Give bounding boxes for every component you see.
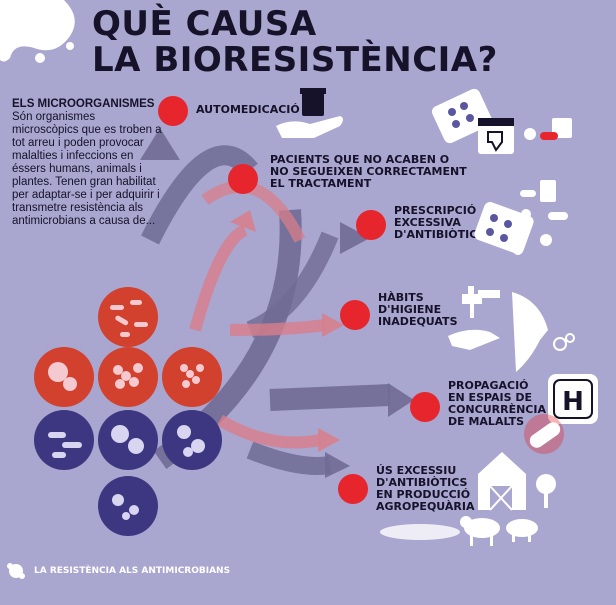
svg-text:H: H <box>562 387 584 417</box>
title-line1: QUÈ CAUSA <box>92 4 317 44</box>
cause-label-propagacio: PROPAGACIÓ EN ESPAIS DE CONCURRÈNCIA DE … <box>448 379 546 428</box>
cause-badge-1 <box>158 96 188 126</box>
cause-label-prescripcio: PRESCRIPCIÓ EXCESSIVA D'ANTIBIÒTICS <box>394 204 486 241</box>
cause-badge-5 <box>410 392 440 422</box>
cause-badge-3 <box>356 210 386 240</box>
pills-icon <box>474 180 568 255</box>
pig-icon <box>506 519 538 542</box>
pill-blister-icon <box>431 88 493 144</box>
cause-badge-6 <box>338 474 368 504</box>
cause-label-higiene: HÀBITS D'HIGIENE INADEQUATS <box>378 291 458 328</box>
bandage-icon <box>524 414 564 454</box>
cause-badge-2 <box>228 164 258 194</box>
cow-icon <box>460 516 500 546</box>
intro-heading: ELS MICROORGANISMES <box>12 98 155 110</box>
pills-icon <box>524 118 572 140</box>
page-title: QUÈ CAUSA LA BIORESISTÈNCIA? <box>92 6 498 78</box>
hospital-icon: H <box>548 374 598 424</box>
cause-label-pacients: PACIENTS QUE NO ACABEN O NO SEGUEIXEN CO… <box>270 153 467 190</box>
tap-icon <box>448 286 500 350</box>
sneeze-face-icon <box>512 292 575 372</box>
pill-bottle-hand-icon <box>276 88 343 138</box>
cause-label-us-excessiu: ÚS EXCESSIU D'ANTIBIÒTICS EN PRODUCCIÓ A… <box>376 464 475 513</box>
cause-label-automedicacio: AUTOMEDICACIÓ <box>196 103 300 116</box>
cause-badge-4 <box>340 300 370 330</box>
barn-icon <box>478 452 526 511</box>
tree-icon <box>536 474 556 508</box>
thumbs-down-calendar-icon <box>478 118 514 154</box>
intro-text: ELS MICROORGANISMES Són organismes micro… <box>12 98 162 228</box>
footer-label: LA RESISTÈNCIA ALS ANTIMICROBIANS <box>34 566 231 576</box>
intro-body: Són organismes microscòpics que es trobe… <box>12 111 162 227</box>
title-line2: LA BIORESISTÈNCIA? <box>92 40 498 80</box>
